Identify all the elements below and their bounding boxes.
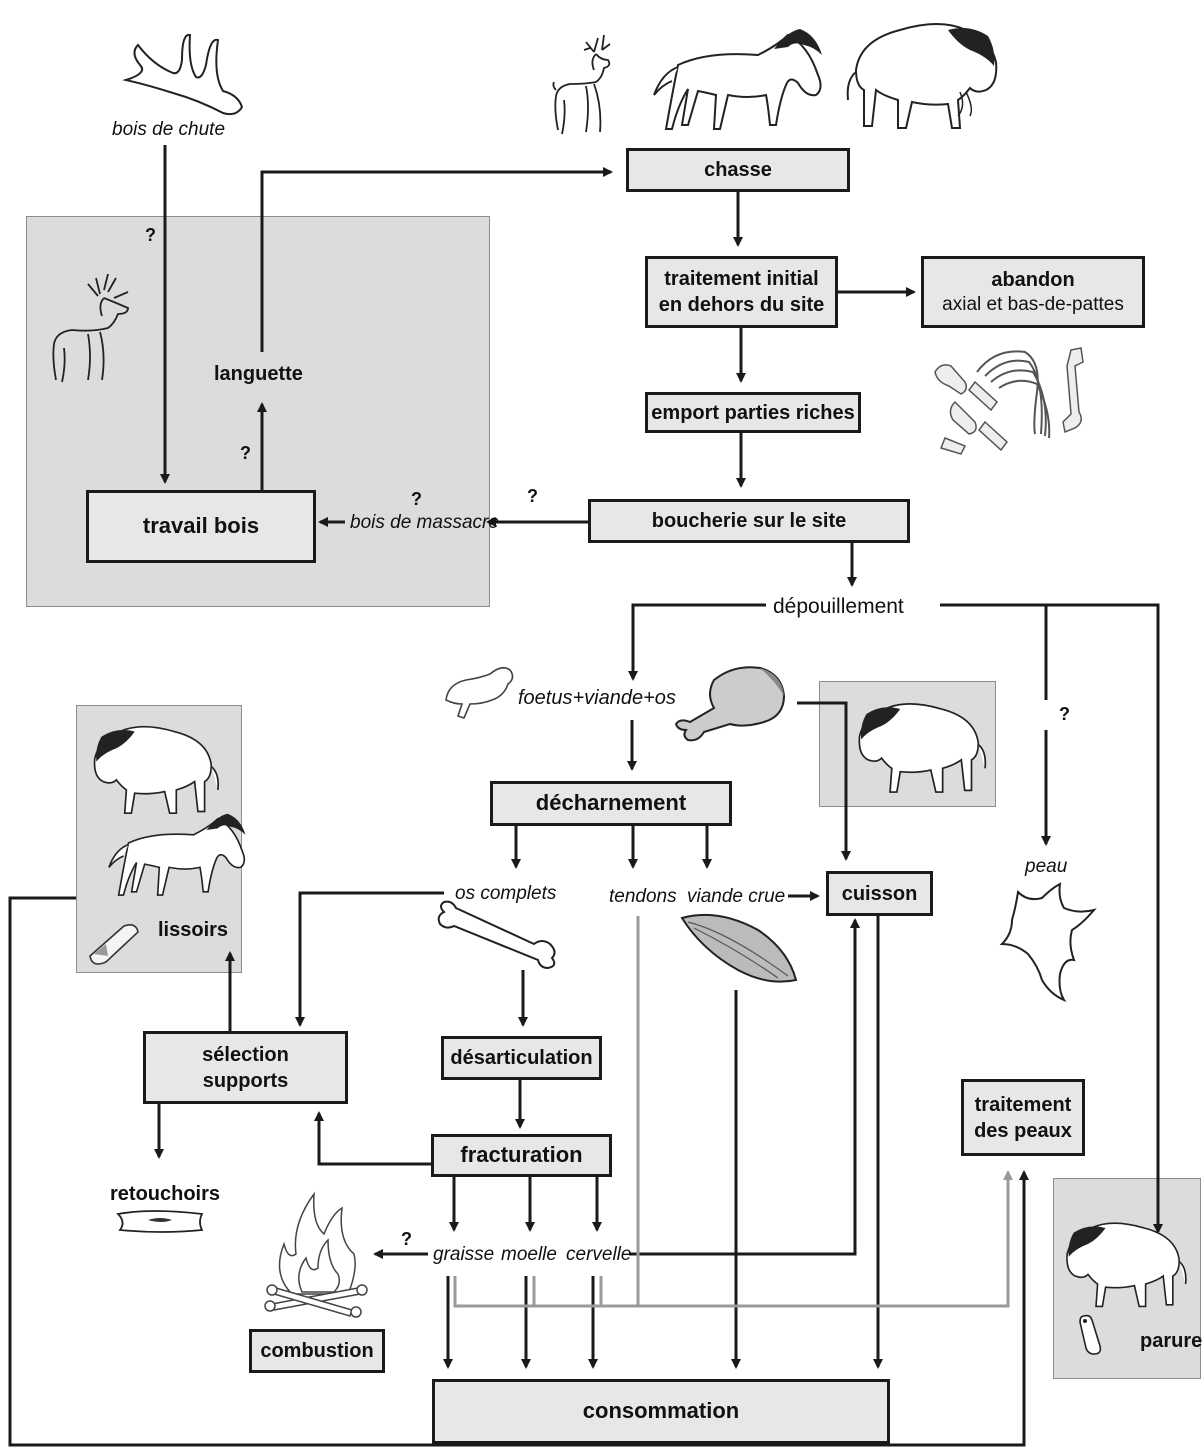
horse-icon bbox=[653, 29, 822, 130]
os-complets-label: os complets bbox=[455, 883, 557, 904]
bones-icon bbox=[934, 347, 1084, 455]
fire-icon bbox=[264, 1191, 368, 1318]
question-mark: ? bbox=[527, 486, 538, 506]
depouillement-label: dépouillement bbox=[773, 595, 904, 618]
cervelle-label: cervelle bbox=[566, 1244, 632, 1265]
tendons-label: tendons bbox=[609, 886, 677, 907]
bois-de-chute-label: bois de chute bbox=[112, 119, 226, 140]
reindeer-icon bbox=[552, 34, 611, 135]
question-mark: ? bbox=[411, 489, 422, 509]
consommation-box: consommation bbox=[432, 1379, 890, 1444]
peau-label: peau bbox=[1025, 856, 1068, 877]
bison-icon bbox=[858, 703, 987, 793]
question-mark: ? bbox=[240, 443, 251, 463]
moelle-label: moelle bbox=[501, 1244, 557, 1265]
bone-icon bbox=[437, 900, 556, 970]
lissoirs-label: lissoirs bbox=[158, 919, 229, 941]
desarticulation-box: désarticulation bbox=[441, 1036, 602, 1080]
ham-icon bbox=[674, 666, 786, 742]
smoother-icon bbox=[89, 924, 139, 965]
horse-icon bbox=[108, 813, 246, 896]
viande-crue-label: viande crue bbox=[687, 886, 786, 907]
bois-de-massacre-label: bois de massacre bbox=[350, 512, 499, 533]
decharnement-box: décharnement bbox=[490, 781, 732, 826]
retouchoirs-label: retouchoirs bbox=[110, 1183, 221, 1205]
antler-icon bbox=[122, 33, 244, 116]
question-mark: ? bbox=[145, 225, 156, 245]
question-mark: ? bbox=[401, 1229, 412, 1249]
muscle-icon bbox=[680, 913, 798, 983]
question-mark: ? bbox=[1059, 704, 1070, 724]
bison-icon bbox=[93, 725, 219, 815]
bison-icon bbox=[846, 23, 998, 129]
foetus-label: foetus+viande+os bbox=[518, 687, 676, 709]
reindeer-icon bbox=[52, 273, 129, 383]
bison-icon bbox=[1066, 1222, 1187, 1308]
cuisson-box: cuisson bbox=[826, 871, 933, 916]
parure-label: parure bbox=[1140, 1330, 1203, 1352]
chasse-box: chasse bbox=[626, 148, 850, 192]
fracturation-box: fracturation bbox=[431, 1134, 612, 1177]
hide-icon bbox=[999, 882, 1097, 1003]
pendant-icon bbox=[1079, 1314, 1102, 1355]
combustion-box: combustion bbox=[249, 1329, 385, 1373]
retoucher-icon bbox=[116, 1210, 204, 1233]
travail-bois-box: travail bois bbox=[86, 490, 316, 563]
languette-label: languette bbox=[214, 363, 303, 385]
emport-box: emport parties riches bbox=[645, 392, 861, 433]
graisse-label: graisse bbox=[433, 1244, 495, 1265]
boucherie-box: boucherie sur le site bbox=[588, 499, 910, 543]
fetus-icon bbox=[445, 666, 514, 719]
